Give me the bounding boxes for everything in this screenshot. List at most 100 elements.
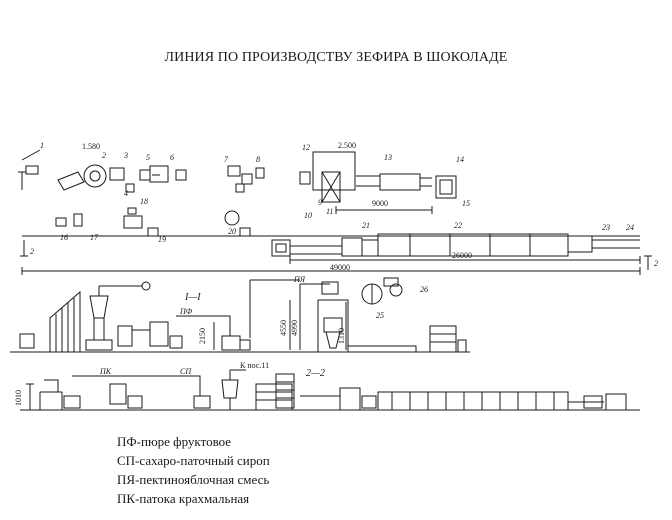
pump-5a-plan xyxy=(139,169,151,181)
label-4: 4 xyxy=(124,189,128,198)
unit-23-plan xyxy=(567,235,593,253)
label-15: 15 xyxy=(462,199,470,208)
label-1: 1 xyxy=(40,141,44,150)
drawing-title: ЛИНИЯ ПО ПРОИЗВОДСТВУ ЗЕФИРА В ШОКОЛАДЕ xyxy=(164,50,508,65)
tank-4-elev xyxy=(117,325,133,347)
pump-5b-plan xyxy=(175,169,187,181)
unit-1-plan xyxy=(25,165,39,175)
legend-item-sp: СП-сахаро-паточный сироп xyxy=(117,453,270,468)
unit-12-elev xyxy=(321,281,339,295)
dim-lower: 26000 xyxy=(452,251,472,260)
mixer-9-elev xyxy=(221,335,241,351)
section-mark-right: 2 xyxy=(654,259,658,268)
section-marker-1 xyxy=(18,171,26,190)
unit-19-elev xyxy=(109,383,127,405)
section-1-label: I—I xyxy=(184,292,201,303)
unit-18b-plan xyxy=(123,215,143,229)
label-18: 18 xyxy=(140,197,148,206)
unit-24-elev xyxy=(605,393,627,411)
label-16: 16 xyxy=(60,233,68,242)
dim-total: 49000 xyxy=(330,263,350,272)
dim-49000-line xyxy=(21,267,641,275)
tank-6-elev xyxy=(149,321,169,347)
legend-item-pya: ПЯ-пектинояблочная смесь xyxy=(117,472,270,487)
unit-15-elev xyxy=(255,383,293,411)
elevation-2 xyxy=(20,369,640,411)
enrober-21-plan xyxy=(341,237,363,257)
dim-1310: 1310 xyxy=(337,328,346,344)
unit-16-elev xyxy=(39,379,63,410)
unit-1-elev xyxy=(19,333,35,349)
elevation-1 xyxy=(10,277,470,353)
flow-pya: ПЯ xyxy=(293,275,306,284)
unit-8-plan xyxy=(241,173,253,185)
label-21: 21 xyxy=(362,221,370,230)
equipment-number-labels: 1 2 3 4 5 6 7 8 9 10 11 12 13 14 15 16 1… xyxy=(40,141,634,320)
label-19: 19 xyxy=(158,235,166,244)
label-10: 10 xyxy=(304,211,312,220)
label-17: 17 xyxy=(90,233,99,242)
label-20: 20 xyxy=(228,227,236,236)
unit-7-plan xyxy=(227,165,241,177)
hopper-plan xyxy=(57,171,85,191)
dim-1010: 1010 xyxy=(14,390,23,406)
unit-14-elev2 xyxy=(275,373,295,409)
dim-9000-line xyxy=(335,206,433,214)
label-6: 6 xyxy=(170,153,174,162)
tank-2-elev2 xyxy=(221,379,239,399)
cooler-plan xyxy=(224,210,240,226)
unit-16-plan xyxy=(55,217,67,227)
pump-3-plan xyxy=(109,167,125,181)
box-15-plan xyxy=(271,239,291,257)
section-2-label: 2—2 xyxy=(306,368,325,379)
box-14-plan xyxy=(435,175,457,199)
label-11: 11 xyxy=(326,207,333,216)
section-mark-left: 2 xyxy=(30,247,34,256)
legend-item-pk: ПК-патока крахмальная xyxy=(117,491,250,506)
note-k-pos: К пос.11 xyxy=(240,361,269,370)
cooking-station-plan xyxy=(312,151,356,191)
dim-small: 2.500 xyxy=(338,141,356,150)
label-12: 12 xyxy=(302,143,310,152)
conveyor-13-elev xyxy=(348,345,417,352)
dim-4550: 4550 xyxy=(279,320,288,336)
label-3: 3 xyxy=(123,151,128,160)
frame-elev xyxy=(317,299,349,352)
flow-pf: ПФ xyxy=(179,307,193,316)
label-24: 24 xyxy=(626,223,634,232)
unit-19-plan xyxy=(147,227,159,237)
enrober-21-elev xyxy=(339,387,361,411)
flow-pk: ПК xyxy=(99,367,112,376)
legend: ПФ-пюре фруктовое СП-сахаро-паточный сир… xyxy=(117,432,270,508)
label-13: 13 xyxy=(384,153,392,162)
unit-23-elev xyxy=(583,395,603,409)
label-7: 7 xyxy=(224,155,229,164)
label-25: 25 xyxy=(376,311,384,320)
unit-17-plan xyxy=(73,213,83,227)
label-26: 26 xyxy=(420,285,428,294)
mixer-2-plan xyxy=(83,164,107,188)
extruder-13-plan xyxy=(379,173,421,191)
dim-left: 1.580 xyxy=(82,142,100,151)
label-8: 8 xyxy=(256,155,260,164)
cooling-tunnel-22-elev xyxy=(377,391,569,411)
flow-sp: СП xyxy=(180,367,192,376)
legend-item-pf: ПФ-пюре фруктовое xyxy=(117,434,232,449)
unit-17-elev xyxy=(63,395,81,409)
dim-26000-line xyxy=(289,256,641,264)
label-22: 22 xyxy=(454,221,462,230)
leader-1 xyxy=(21,149,41,161)
dim-4990: 4990 xyxy=(290,320,299,336)
label-14: 14 xyxy=(456,155,464,164)
label-5: 5 xyxy=(146,153,150,162)
dim-upper: 9000 xyxy=(372,199,388,208)
label-9: 9 xyxy=(318,198,322,207)
plan-view xyxy=(18,149,652,275)
tank-6-plan xyxy=(149,165,169,183)
dim-2150: 2150 xyxy=(198,328,207,344)
cooling-tunnel-22-plan xyxy=(377,233,569,257)
hopper-2-elev xyxy=(89,295,109,319)
unit-26 xyxy=(383,277,399,287)
